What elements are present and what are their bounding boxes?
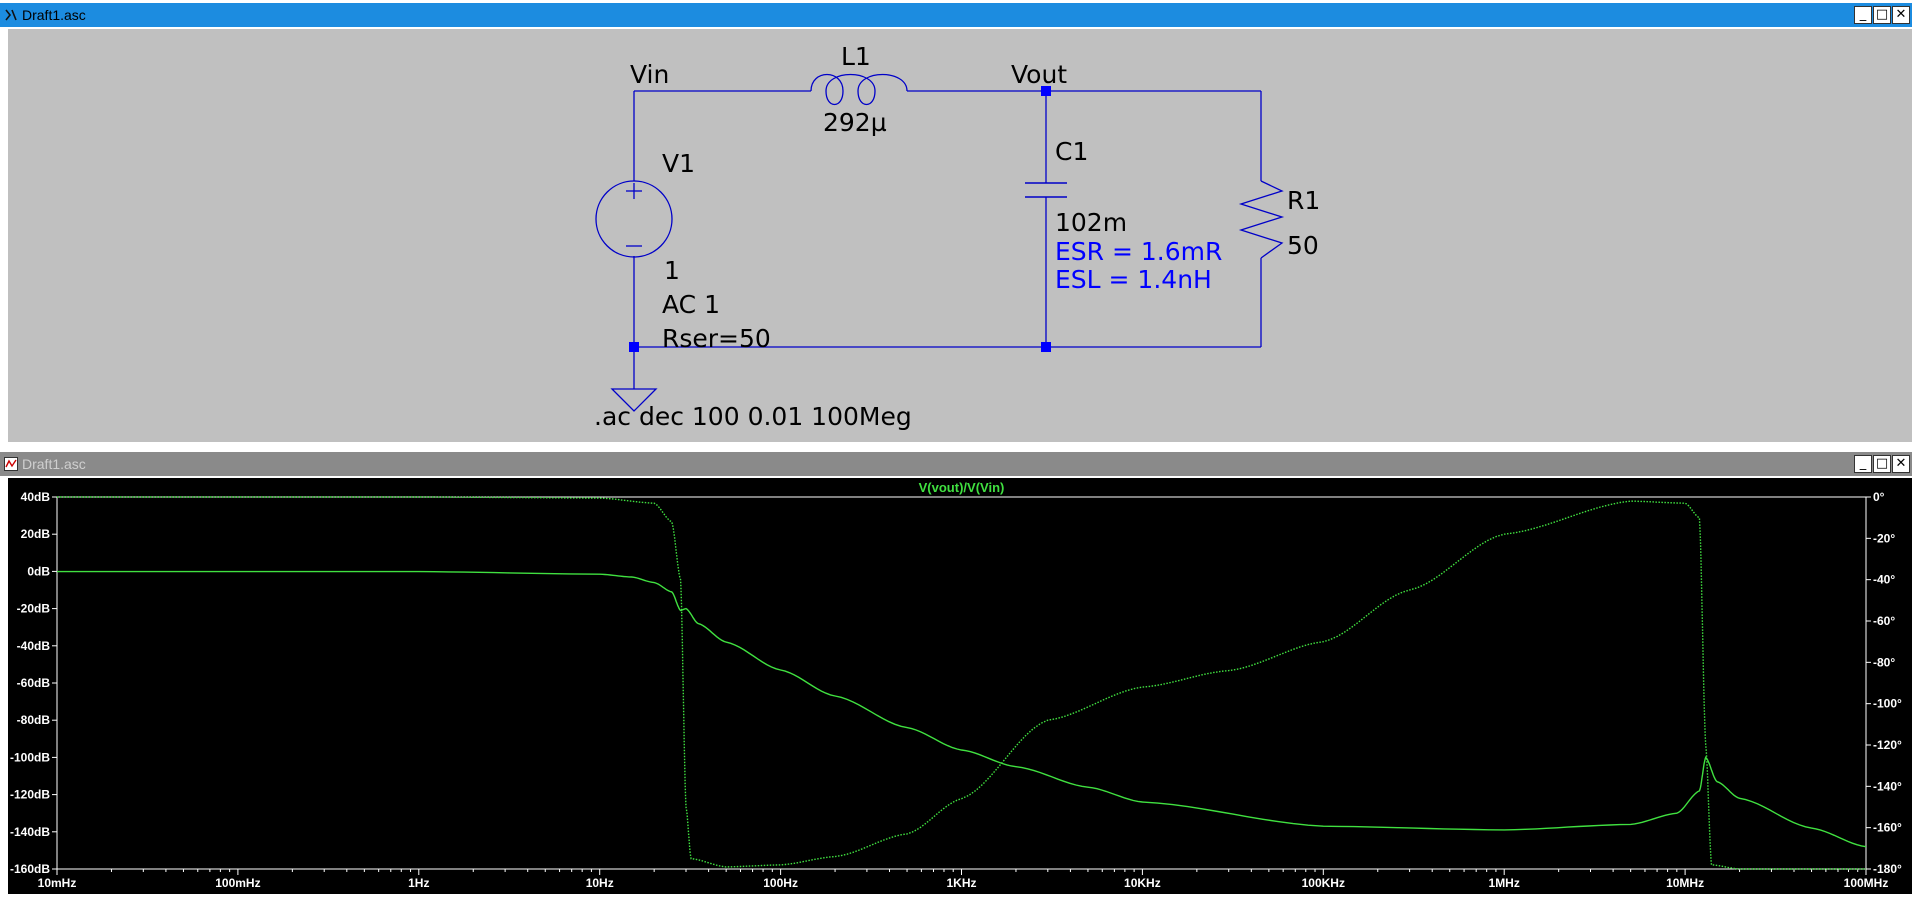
schematic-canvas[interactable]: Vin Vout L1 292µ V1 1 AC 1 Rser=50 C1 10… [8,29,1912,442]
maximize-button[interactable]: □ [1873,455,1891,473]
phase-tick-label: 0° [1873,490,1885,504]
schematic-drawing[interactable]: Vin Vout L1 292µ V1 1 AC 1 Rser=50 C1 10… [8,29,1912,442]
v1-dc-value-label[interactable]: 1 [664,256,680,285]
magnitude-tick-label: -80dB [17,713,51,727]
magnitude-tick-label: -60dB [17,676,51,690]
magnitude-tick-label: -20dB [17,602,51,616]
schematic-window-title: Draft1.asc [22,7,86,23]
phase-tick-label: -160° [1873,821,1902,835]
inductor-l1[interactable] [810,73,908,106]
x-tick-label: 10MHz [1666,876,1704,890]
waveform-plot-pane[interactable]: V(vout)/V(Vin) 40dB 20dB 0dB -20dB -40dB -60d… [8,478,1912,894]
x-tick-label: 10KHz [1124,876,1161,890]
magnitude-tick-label: -100dB [10,750,50,764]
resistor-r1[interactable] [1238,180,1285,259]
voltage-source-v1[interactable] [595,180,673,258]
l1-name-label[interactable]: L1 [841,42,871,71]
wires [633,90,1262,389]
phase-tick-label: -40° [1873,573,1895,587]
spice-directive-ac[interactable]: .ac dec 100 0.01 100Meg [594,402,912,431]
minimize-button[interactable]: _ [1854,455,1872,473]
x-tick-label: 100KHz [1302,876,1345,890]
close-button[interactable]: ✕ [1892,6,1910,24]
l1-value-label[interactable]: 292µ [823,108,887,137]
schematic-window-titlebar[interactable]: Draft1.asc _ □ ✕ [0,3,1912,27]
phase-tick-label: -80° [1873,655,1895,669]
phase-trace [57,496,1866,870]
window-separator [0,442,1912,452]
r1-value-label[interactable]: 50 [1287,231,1319,260]
phase-tick-label: -60° [1873,614,1895,628]
net-label-vout[interactable]: Vout [1011,60,1067,89]
magnitude-tick-label: -140dB [10,825,50,839]
c1-value-label[interactable]: 102m [1055,208,1127,237]
x-tick-label: 100Hz [763,876,798,890]
magnitude-tick-label: -40dB [17,639,51,653]
x-tick-label: 1Hz [408,876,429,890]
phase-tick-label: -20° [1873,531,1895,545]
magnitude-trace [57,570,1867,848]
c1-esr-label[interactable]: ESR = 1.6mR [1055,237,1222,266]
x-tick-label: 100MHz [1844,876,1889,890]
magnitude-tick-label: 0dB [27,564,50,578]
x-tick-label: 10mHz [38,876,77,890]
v1-name-label[interactable]: V1 [662,149,695,178]
plot-frame [56,496,1867,870]
magnitude-tick-label: 40dB [21,490,51,504]
r1-name-label[interactable]: R1 [1287,186,1320,215]
x-tick-label: 100mHz [215,876,260,890]
x-tick-label: 10Hz [586,876,614,890]
magnitude-tick-label: -160dB [10,862,50,876]
trace-label[interactable]: V(vout)/V(Vin) [919,480,1005,495]
v1-rser-label[interactable]: Rser=50 [662,324,771,353]
phase-tick-label: -140° [1873,779,1902,793]
phase-tick-label: -100° [1873,697,1902,711]
close-button[interactable]: ✕ [1892,455,1910,473]
x-tick-label: 1KHz [946,876,976,890]
c1-name-label[interactable]: C1 [1055,137,1088,166]
c1-esl-label[interactable]: ESL = 1.4nH [1055,265,1212,294]
x-tick-label: 1MHz [1489,876,1520,890]
waveform-window-title: Draft1.asc [22,456,86,472]
v1-ac-label[interactable]: AC 1 [662,290,720,319]
ground-symbol[interactable] [610,388,658,412]
waveform-icon [4,457,18,471]
y-axis-magnitude: 40dB 20dB 0dB -20dB -40dB -60dB -80dB -100dB -12… [10,490,57,876]
magnitude-tick-label: -120dB [10,788,50,802]
maximize-button[interactable]: □ [1873,6,1891,24]
junction-dots [629,86,1051,352]
net-label-vin[interactable]: Vin [630,60,669,89]
ltspice-icon [5,9,17,21]
x-axis-frequency: 10mHz 100mHz 1Hz 10Hz 100Hz 1KHz 10KHz 100KHz 1M… [38,869,1889,890]
phase-tick-label: -180° [1873,862,1902,876]
phase-tick-label: -120° [1873,738,1902,752]
capacitor-c1[interactable] [1025,182,1067,198]
y-axis-phase: 0° -20° -40° -60° -80° -100° -120° -140° -160° -1… [1866,490,1902,876]
minimize-button[interactable]: _ [1854,6,1872,24]
magnitude-tick-label: 20dB [21,527,51,541]
bode-plot[interactable]: V(vout)/V(Vin) 40dB 20dB 0dB -20dB -40dB -60d… [8,478,1912,894]
waveform-window-titlebar[interactable]: Draft1.asc _ □ ✕ [0,452,1912,476]
